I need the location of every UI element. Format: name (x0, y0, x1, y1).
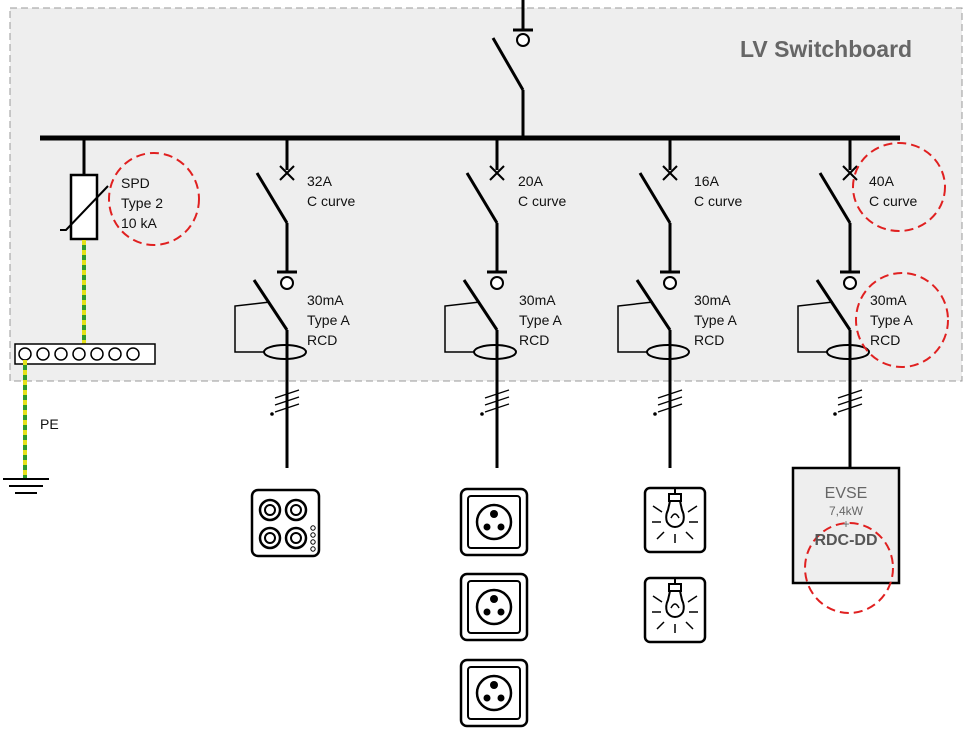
rcd-type: Type A (307, 312, 350, 328)
rcd-sensitivity: 30mA (307, 292, 344, 308)
rcd-device: RCD (870, 332, 901, 348)
rcd-type: Type A (694, 312, 737, 328)
breaker-label: 32A C curve (307, 171, 355, 211)
spd-label: SPD Type 2 10 kA (121, 173, 163, 233)
evse-rdc-dd: RDC-DD (814, 532, 878, 549)
rcd-label: 30mA Type A RCD (307, 290, 350, 350)
breaker-label: 20A C curve (518, 171, 566, 211)
rcd-sensitivity: 30mA (519, 292, 556, 308)
socket-outlet-icon (459, 658, 529, 728)
rcd-type: Type A (519, 312, 562, 328)
earth-bar (14, 343, 156, 365)
lamp-icon (643, 576, 707, 644)
earth-symbol (3, 478, 49, 494)
cooktop-icon (250, 488, 321, 558)
rdc-dd-highlight (804, 522, 894, 614)
spd-label-current: 10 kA (121, 215, 157, 231)
switchboard-enclosure (9, 7, 963, 382)
rcd-device: RCD (694, 332, 725, 348)
breaker-label: 40A C curve (869, 171, 917, 211)
spd-branch (60, 138, 109, 352)
spd-highlight (108, 152, 200, 246)
evse-name: EVSE (824, 485, 868, 502)
rcd-label: 30mA Type A RCD (870, 290, 913, 350)
evse-label: EVSE 7,4kW + RDC-DD (793, 468, 899, 583)
rcd-type: Type A (870, 312, 913, 328)
rcd-label: 30mA Type A RCD (519, 290, 562, 350)
rcd-label: 30mA Type A RCD (694, 290, 737, 350)
breaker-curve: C curve (694, 193, 743, 209)
spd-label-type: Type 2 (121, 195, 164, 211)
rcd-device: RCD (307, 332, 338, 348)
breaker-curve: C curve (869, 193, 918, 209)
evse-plus: + (842, 517, 850, 531)
varistor-symbol (69, 173, 99, 241)
lamp-icon (643, 486, 707, 554)
rcd-evse-highlight (855, 272, 949, 368)
evse-box (791, 466, 901, 585)
evse-power: 7,4kW (828, 504, 863, 518)
breaker-label: 16A C curve (694, 171, 742, 211)
rcd-device: RCD (519, 332, 550, 348)
main-switch (491, 0, 533, 138)
spd-label-name: SPD (121, 175, 150, 191)
breaker-rating: 32A (307, 173, 332, 189)
breaker-rating: 20A (518, 173, 543, 189)
breaker-40a-highlight (852, 142, 946, 232)
highlight-marks (108, 142, 949, 614)
breaker-curve: C curve (518, 193, 567, 209)
breaker-rating: 16A (694, 173, 719, 189)
socket-outlet-icon (459, 572, 529, 642)
socket-outlet-icon (459, 487, 529, 557)
rcd-sensitivity: 30mA (694, 292, 731, 308)
breaker-rating: 40A (869, 173, 894, 189)
rcd-sensitivity: 30mA (870, 292, 907, 308)
breaker-curve: C curve (307, 193, 356, 209)
switchboard-title: LV Switchboard (740, 36, 913, 62)
pe-label: PE (40, 416, 59, 432)
